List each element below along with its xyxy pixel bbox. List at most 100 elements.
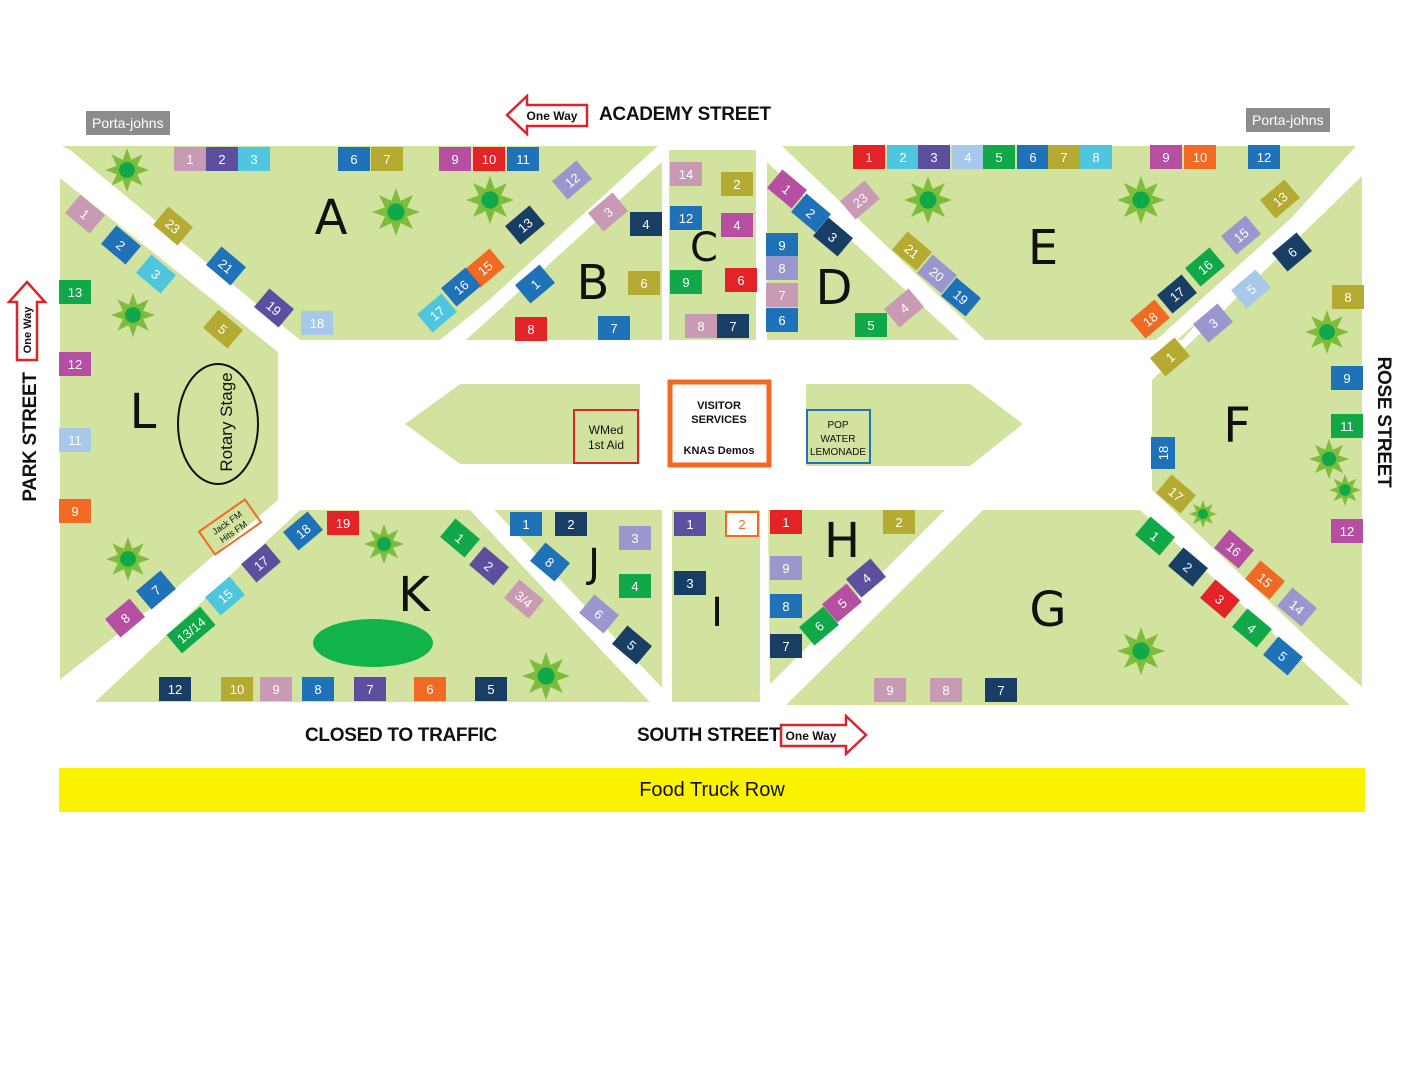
booth-10[interactable]: 10	[221, 677, 253, 701]
booth-3[interactable]: 3	[588, 192, 628, 232]
booth-12[interactable]: 12	[552, 160, 592, 200]
booth-3[interactable]: 3	[813, 217, 853, 257]
booth-2[interactable]: 2	[555, 512, 587, 536]
booth-1[interactable]: 1	[674, 512, 706, 536]
booth-7[interactable]: 7	[136, 570, 176, 610]
booth-1[interactable]: 1	[853, 145, 885, 169]
booth-1[interactable]: 1	[770, 510, 802, 534]
booth-23[interactable]: 23	[840, 180, 880, 220]
booth-5[interactable]: 5	[983, 145, 1015, 169]
booth-1[interactable]: 1	[440, 518, 480, 558]
booth-1[interactable]: 1	[1135, 516, 1175, 556]
booth-9[interactable]: 9	[770, 556, 802, 580]
booth-18[interactable]: 18	[1151, 437, 1175, 469]
booth-21[interactable]: 21	[892, 231, 932, 271]
booth-2[interactable]: 2	[469, 546, 509, 586]
booth-9[interactable]: 9	[766, 233, 798, 257]
booth-8[interactable]: 8	[770, 594, 802, 618]
booth-17[interactable]: 17	[1157, 274, 1197, 314]
booth-20[interactable]: 20	[917, 254, 957, 294]
booth-2[interactable]: 2	[206, 147, 238, 171]
booth-5[interactable]: 5	[1231, 269, 1271, 309]
booth-2[interactable]: 2	[887, 145, 919, 169]
booth-9[interactable]: 9	[1331, 366, 1363, 390]
booth-11[interactable]: 11	[59, 428, 91, 452]
booth-6[interactable]: 6	[766, 308, 798, 332]
booth-15[interactable]: 15	[1245, 560, 1285, 600]
booth-9[interactable]: 9	[59, 499, 91, 523]
booth-5[interactable]: 5	[1263, 636, 1303, 676]
booth-1[interactable]: 1	[515, 264, 555, 304]
booth-15[interactable]: 15	[205, 576, 245, 616]
booth-6[interactable]: 6	[338, 147, 370, 171]
booth-6[interactable]: 6	[579, 594, 619, 634]
booth-1[interactable]: 1	[510, 512, 542, 536]
booth-3[interactable]: 3	[619, 526, 651, 550]
booth-2[interactable]: 2	[721, 172, 753, 196]
booth-7[interactable]: 7	[598, 316, 630, 340]
booth-3[interactable]: 3	[674, 571, 706, 595]
booth-5[interactable]: 5	[203, 309, 243, 349]
booth-15[interactable]: 15	[465, 248, 505, 288]
booth-18[interactable]: 18	[1130, 299, 1170, 339]
booth-15[interactable]: 15	[1221, 215, 1261, 255]
booth-3[interactable]: 3	[918, 145, 950, 169]
booth-8[interactable]: 8	[105, 598, 145, 638]
booth-11[interactable]: 11	[1331, 414, 1363, 438]
booth-13[interactable]: 13	[59, 280, 91, 304]
booth-1[interactable]: 1	[65, 194, 105, 234]
booth-4[interactable]: 4	[1232, 608, 1272, 648]
booth-14[interactable]: 14	[1277, 587, 1317, 627]
booth-19[interactable]: 19	[254, 288, 294, 328]
booth-9[interactable]: 9	[260, 677, 292, 701]
booth-3[interactable]: 3	[136, 254, 176, 294]
booth-12[interactable]: 12	[1248, 145, 1280, 169]
booth-1[interactable]: 1	[1150, 337, 1190, 377]
booth-7[interactable]: 7	[985, 678, 1017, 702]
booth-10[interactable]: 10	[1184, 145, 1216, 169]
booth-2[interactable]: 2	[101, 225, 141, 265]
booth-4[interactable]: 4	[884, 288, 924, 328]
booth-5[interactable]: 5	[822, 583, 862, 623]
booth-16[interactable]: 16	[441, 267, 481, 307]
booth-17[interactable]: 17	[1156, 474, 1196, 514]
booth-12[interactable]: 12	[159, 677, 191, 701]
booth-4[interactable]: 4	[630, 212, 662, 236]
booth-1[interactable]: 1	[174, 147, 206, 171]
booth-6[interactable]: 6	[725, 268, 757, 292]
booth-21[interactable]: 21	[206, 246, 246, 286]
booth-3[interactable]: 3	[1193, 303, 1233, 343]
booth-12[interactable]: 12	[670, 206, 702, 230]
booth-8[interactable]: 8	[530, 542, 570, 582]
booth-8[interactable]: 8	[1080, 145, 1112, 169]
booth-6[interactable]: 6	[799, 606, 839, 646]
booth-9[interactable]: 9	[439, 147, 471, 171]
booth-7[interactable]: 7	[717, 314, 749, 338]
booth-12[interactable]: 12	[1331, 519, 1363, 543]
booth-6[interactable]: 6	[1017, 145, 1049, 169]
booth-5[interactable]: 5	[855, 313, 887, 337]
booth-9[interactable]: 9	[874, 678, 906, 702]
booth-8[interactable]: 8	[1332, 285, 1364, 309]
booth-8[interactable]: 8	[302, 677, 334, 701]
booth-12[interactable]: 12	[59, 352, 91, 376]
booth-8[interactable]: 8	[515, 317, 547, 341]
booth-13[interactable]: 13	[505, 205, 545, 245]
booth-2[interactable]: 2	[1168, 547, 1208, 587]
booth-17[interactable]: 17	[241, 543, 281, 583]
booth-2[interactable]: 2	[883, 510, 915, 534]
booth-17[interactable]: 17	[417, 293, 457, 333]
booth-8[interactable]: 8	[930, 678, 962, 702]
booth-6[interactable]: 6	[1272, 232, 1312, 272]
booth-7[interactable]: 7	[354, 677, 386, 701]
booth-7[interactable]: 7	[766, 283, 798, 307]
booth-7[interactable]: 7	[1048, 145, 1080, 169]
booth-7[interactable]: 7	[371, 147, 403, 171]
booth-19[interactable]: 19	[327, 511, 359, 535]
booth-13[interactable]: 13	[1260, 179, 1300, 219]
booth-3-4[interactable]: 3/4	[504, 579, 544, 619]
booth-4[interactable]: 4	[721, 213, 753, 237]
booth-9[interactable]: 9	[1150, 145, 1182, 169]
booth-8[interactable]: 8	[766, 256, 798, 280]
booth-16[interactable]: 16	[1214, 529, 1254, 569]
